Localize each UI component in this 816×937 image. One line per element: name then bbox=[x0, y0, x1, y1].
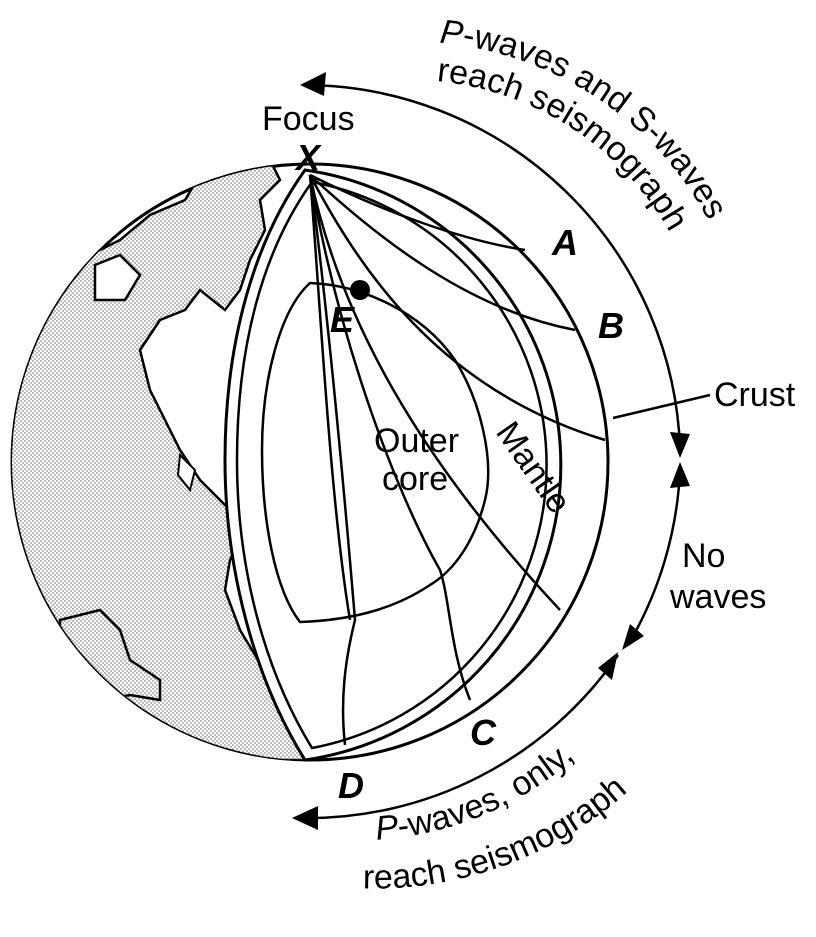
a-label: A bbox=[551, 222, 578, 263]
continents bbox=[12, 164, 313, 760]
outer-core-label-2: core bbox=[382, 460, 448, 498]
arrowhead-nowaves-bottom bbox=[622, 624, 644, 650]
no-waves-arc bbox=[626, 469, 682, 646]
d-label: D bbox=[338, 765, 364, 806]
wave-paths bbox=[308, 173, 606, 746]
e-label: E bbox=[330, 299, 355, 340]
b-label: B bbox=[598, 305, 624, 346]
point-e-dot bbox=[350, 280, 370, 300]
no-waves-label-2: waves bbox=[669, 578, 766, 616]
arrowhead-top-left bbox=[300, 72, 326, 96]
focus-label: Focus bbox=[262, 100, 355, 138]
c-label: C bbox=[470, 712, 497, 753]
crust-pointer-line bbox=[612, 393, 711, 420]
arrowhead-nowaves-top bbox=[670, 462, 690, 488]
gulf-shape bbox=[176, 452, 197, 493]
outer-arrows bbox=[299, 83, 682, 820]
x-label: X bbox=[294, 137, 322, 178]
arrowhead-bottom-left bbox=[292, 806, 318, 830]
ps-wave-arc bbox=[304, 83, 682, 449]
outer-core-label-1: Outer bbox=[374, 422, 459, 460]
crust-boundary bbox=[235, 180, 548, 750]
arrowhead-bottom-top bbox=[598, 652, 618, 680]
no-waves-label-1: No bbox=[682, 537, 725, 575]
p-wave-arc bbox=[299, 654, 620, 820]
crust-label: Crust bbox=[714, 376, 796, 414]
hudson-bay-shape bbox=[93, 253, 142, 302]
arrowhead-top-right bbox=[670, 432, 690, 458]
